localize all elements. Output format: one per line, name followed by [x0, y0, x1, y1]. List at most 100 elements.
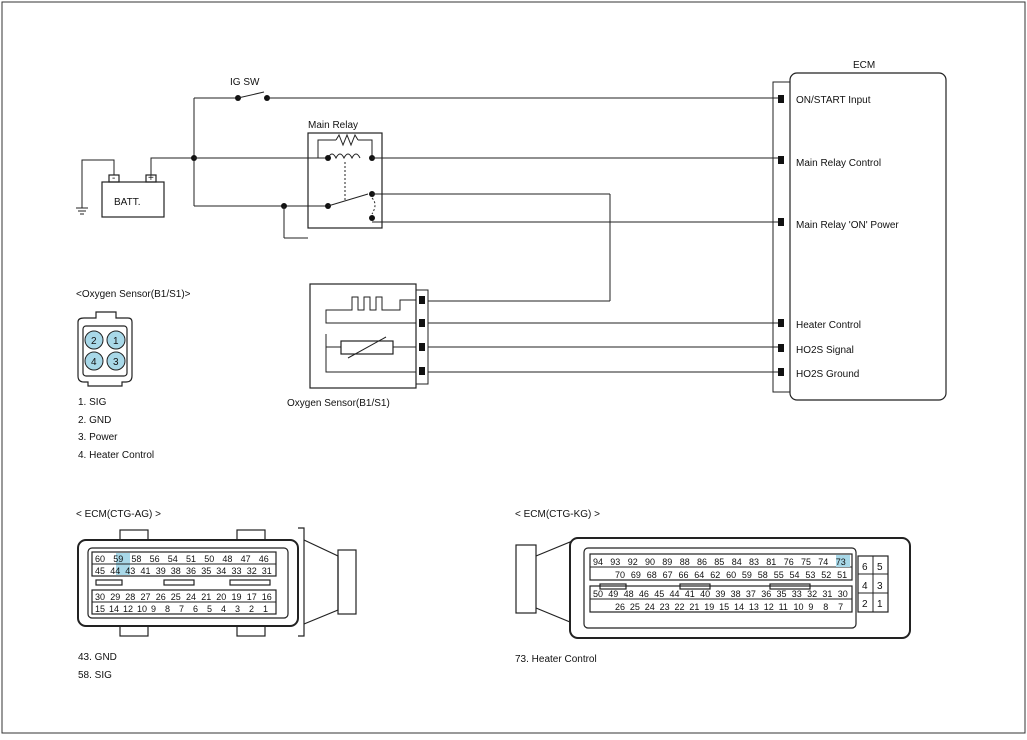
- ecm-ag-pin-12: 12: [123, 604, 133, 614]
- ecm-kg-pin-68: 68: [647, 570, 657, 580]
- ecm-kg-pin-60: 60: [726, 570, 736, 580]
- ecm-ag-pin-17: 17: [247, 592, 257, 602]
- sensor-connector-title: <Oxygen Sensor(B1/S1)>: [76, 289, 191, 300]
- ecm-ag-pin-51: 51: [186, 554, 196, 564]
- ecm-kg-pin-14: 14: [734, 602, 744, 612]
- ecm-kg-pin-23: 23: [660, 602, 670, 612]
- sensor-legend-item: 4. Heater Control: [78, 450, 154, 461]
- ecm-kg-pin-90: 90: [645, 557, 655, 567]
- ecm-kg-pin-39: 39: [715, 589, 725, 599]
- ecm-ag-pin-31: 31: [262, 566, 272, 576]
- ecm-kg-pin-45: 45: [654, 589, 664, 599]
- ecm-kg-pin-64: 64: [694, 570, 704, 580]
- ecm-ag-pin-44: 44: [110, 566, 120, 576]
- sensor-pin-label: 4: [91, 357, 97, 368]
- sensor-pin-2: [84, 330, 104, 350]
- sensor-connector: <Oxygen Sensor(B1/S1)> 2 1 4 3 1. SIG 2.…: [76, 289, 191, 461]
- ecm-ag-pin-36: 36: [186, 566, 196, 576]
- ecm-kg-pin-4: 4: [862, 581, 868, 592]
- ecm-ag-pin-19: 19: [232, 592, 242, 602]
- ecm-kg-pin-76: 76: [784, 557, 794, 567]
- ecm-ag-pin-5: 5: [207, 604, 212, 614]
- ecm-ag-legend-item: 43. GND: [78, 652, 117, 663]
- relay-contact: [327, 193, 369, 207]
- ecm-kg-pin-44: 44: [670, 589, 680, 599]
- ecm-kg-pin-41: 41: [685, 589, 695, 599]
- ecm-ag-pin-38: 38: [171, 566, 181, 576]
- ecm-kg-pin-51: 51: [837, 570, 847, 580]
- ecm-ag-pin-39: 39: [156, 566, 166, 576]
- sensor-pin-label: 2: [91, 336, 97, 347]
- sensor-legend-item: 3. Power: [78, 432, 118, 443]
- sensor-connector-housing: [77, 311, 133, 387]
- main-relay-box: [307, 132, 383, 229]
- ecm-ag-pin-9: 9: [151, 604, 156, 614]
- ecm-ag-pin-47: 47: [241, 554, 251, 564]
- ecm-ag-pin-24: 24: [186, 592, 196, 602]
- ecm-kg-pin-69: 69: [631, 570, 641, 580]
- ecm-ag-pin-3: 3: [235, 604, 240, 614]
- ecm-kg-pin-38: 38: [731, 589, 741, 599]
- ecm-kg-pin-83: 83: [749, 557, 759, 567]
- sensor-legend-item: 1. SIG: [78, 397, 107, 408]
- main-relay-label: Main Relay: [308, 120, 358, 131]
- ecm-ag-pin-21: 21: [201, 592, 211, 602]
- ecm-kg-pin-86: 86: [697, 557, 707, 567]
- ecm-kg-pin-33: 33: [792, 589, 802, 599]
- battery: - + BATT.: [76, 157, 194, 218]
- ecm-kg-pin-22: 22: [675, 602, 685, 612]
- ecm-module: ECM ON/START Input Main Relay Control Ma…: [772, 60, 947, 401]
- ecm-kg-pin-92: 92: [628, 557, 638, 567]
- sensor-pin-1: [106, 330, 126, 350]
- relay-coil: [327, 153, 361, 160]
- ecm-kg-pin-40: 40: [700, 589, 710, 599]
- sensor-pin-label: 3: [113, 357, 119, 368]
- ecm-kg-pin-36: 36: [761, 589, 771, 599]
- ecm-kg-pin-59: 59: [742, 570, 752, 580]
- ecm-ag-pin-28: 28: [125, 592, 135, 602]
- ecm-ag-title: < ECM(CTG-AG) >: [76, 509, 161, 520]
- ig-switch-contact: [237, 91, 265, 99]
- ecm-kg-pin-73: 73: [836, 557, 846, 567]
- ecm-ag-pin-7: 7: [179, 604, 184, 614]
- ecm-ag-pin-4: 4: [221, 604, 226, 614]
- ecm-kg-pin-7: 7: [838, 602, 843, 612]
- ecm-title: ECM: [853, 60, 875, 71]
- ecm-ag-pin-26: 26: [156, 592, 166, 602]
- ecm-kg-pin-8: 8: [823, 602, 828, 612]
- ecm-ag-pin-14: 14: [109, 604, 119, 614]
- ecm-ag-pin-29: 29: [110, 592, 120, 602]
- ig-sw-label: IG SW: [230, 77, 260, 88]
- ecm-ag-pin-6: 6: [193, 604, 198, 614]
- ecm-kg-pin-50: 50: [593, 589, 603, 599]
- ecm-ag-pin-30: 30: [95, 592, 105, 602]
- ecm-kg-pin-58: 58: [758, 570, 768, 580]
- ecm-kg-pin-55: 55: [774, 570, 784, 580]
- ecm-kg-pin-62: 62: [710, 570, 720, 580]
- ecm-kg-pin-70: 70: [615, 570, 625, 580]
- ecm-kg-pin-11: 11: [779, 602, 788, 612]
- ecm-pin-on-start: ON/START Input: [796, 95, 871, 106]
- ecm-kg-pin-9: 9: [808, 602, 813, 612]
- ecm-kg-pin-84: 84: [732, 557, 742, 567]
- ecm-ag-pin-10: 10: [137, 604, 147, 614]
- ecm-kg-pin-52: 52: [821, 570, 831, 580]
- sensor-pin-4: [84, 351, 104, 371]
- ecm-pin-ho2s-ground: HO2S Ground: [796, 369, 859, 380]
- ecm-kg-pin-93: 93: [610, 557, 620, 567]
- ecm-kg-pin-75: 75: [801, 557, 811, 567]
- ecm-kg-pin-19: 19: [704, 602, 714, 612]
- ecm-ag-pin-2: 2: [249, 604, 254, 614]
- ecm-ag-pin-59: 59: [113, 554, 123, 564]
- ecm-kg-pin-31: 31: [822, 589, 832, 599]
- ecm-ag-pin-25: 25: [171, 592, 181, 602]
- ecm-kg-pin-1: 1: [877, 599, 883, 610]
- ecm-kg-pin-30: 30: [838, 589, 848, 599]
- ecm-kg-pin-26: 26: [615, 602, 625, 612]
- battery-plus-label: +: [148, 173, 154, 184]
- ecm-kg-pin-48: 48: [624, 589, 634, 599]
